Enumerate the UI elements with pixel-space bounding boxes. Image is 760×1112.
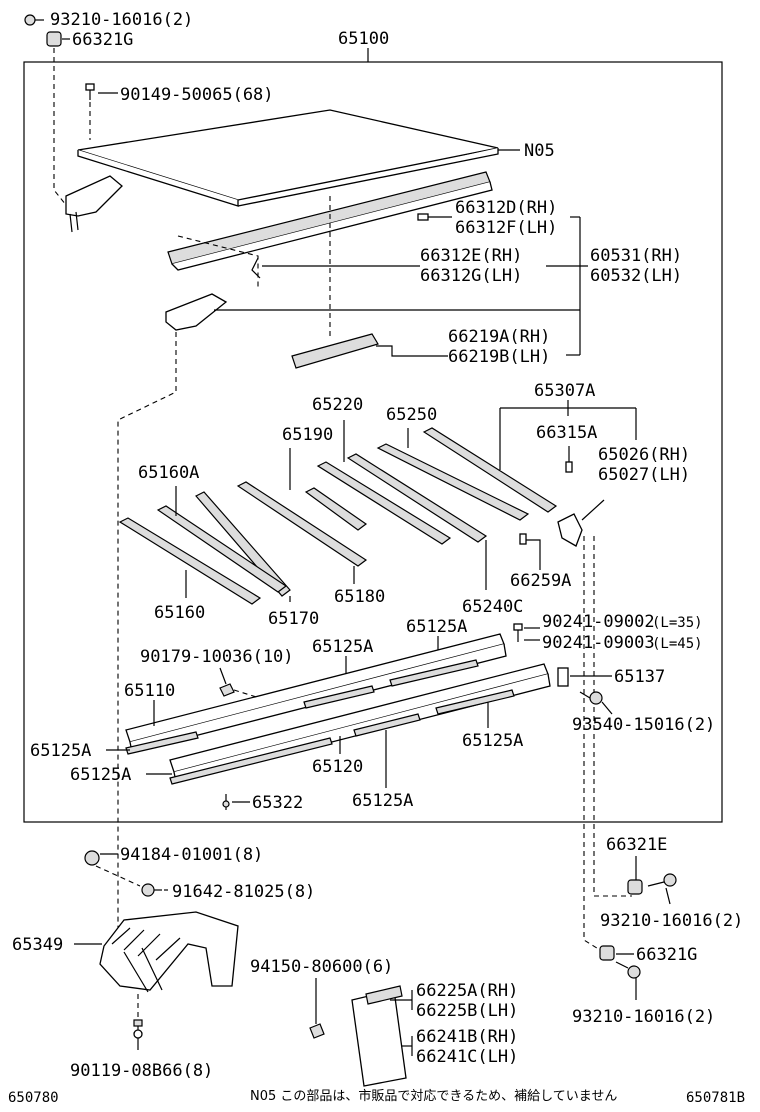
plate-65137 (557, 667, 569, 687)
label-65027: 65027(LH) (598, 465, 690, 485)
label-66312e: 66312E(RH) (420, 246, 522, 266)
label-66219a: 66219A(RH) (448, 327, 550, 347)
clip-66312e (251, 257, 261, 279)
label-65160a: 65160A (138, 463, 199, 483)
rail-strips-65125a (125, 659, 515, 785)
label-66321g-top: 66321G (72, 30, 133, 50)
label-65026: 65026(RH) (598, 445, 690, 465)
label-66259a: 66259A (510, 571, 571, 591)
label-90179: 90179-10036(10) (140, 647, 294, 667)
clip-66259a (519, 533, 527, 545)
label-90241-09002: 90241-09002 (542, 612, 655, 632)
nut-94184 (84, 850, 100, 866)
label-66241c: 66241C(LH) (416, 1047, 518, 1067)
label-66225b: 66225B(LH) (416, 1001, 518, 1021)
bolt-90119 (133, 1019, 143, 1050)
label-60532: 60532(LH) (590, 266, 682, 286)
label-66219b: 66219B(LH) (448, 347, 550, 367)
crossmember-65190 (304, 487, 368, 531)
crossmember-65160a (156, 505, 288, 593)
label-65250: 65250 (386, 405, 437, 425)
nut-94150 (309, 1023, 325, 1039)
bolt-91642 (141, 883, 162, 897)
crossmember-65180 (236, 481, 368, 567)
label-65322: 65322 (252, 793, 303, 813)
mudflap-66241 (351, 985, 407, 1087)
crossmember-65170 (195, 491, 291, 597)
label-66315a: 66315A (536, 423, 597, 443)
label-66225a: 66225A(RH) (416, 981, 518, 1001)
label-93210-top: 93210-16016(2) (50, 10, 193, 30)
label-94150: 94150-80600(6) (250, 957, 393, 977)
screw-90149 (85, 83, 95, 100)
crossmember-65250 (376, 443, 530, 521)
label-65220: 65220 (312, 395, 363, 415)
nut-90179 (219, 683, 235, 697)
bracket-60531 (165, 293, 228, 331)
label-65110: 65110 (124, 681, 175, 701)
label-65125a-1: 65125A (312, 637, 373, 657)
label-66312g: 66312G(LH) (420, 266, 522, 286)
label-65170: 65170 (268, 609, 319, 629)
footer-left-code: 650780 (8, 1090, 59, 1106)
bolt-93210-mid (647, 873, 677, 887)
nut-66321g-bottom (599, 945, 615, 961)
label-65240c: 65240C (462, 597, 523, 617)
corner-bracket-left (65, 175, 123, 233)
label-n05: N05 (524, 141, 555, 161)
footer-right-code: 650781B (686, 1090, 745, 1106)
label-90241-09003: 90241-09003 (542, 633, 655, 653)
bracket-66219a (291, 333, 379, 369)
bolt-93210-bottom (615, 961, 641, 979)
crossmember-65160 (118, 517, 262, 605)
crossmember-65220 (316, 461, 452, 545)
side-rail-upper (167, 171, 493, 271)
bolt-93210-top (24, 14, 44, 26)
clip-66315a (565, 461, 573, 473)
label-65125a-4: 65125A (462, 731, 523, 751)
label-65137: 65137 (614, 667, 665, 687)
label-93540: 93540-15016(2) (572, 715, 715, 735)
label-66321e: 66321E (606, 835, 667, 855)
bolt-90241 (513, 623, 523, 642)
bolt-93540 (579, 691, 603, 705)
label-65180: 65180 (334, 587, 385, 607)
label-65307a: 65307A (534, 381, 595, 401)
label-60531: 60531(RH) (590, 246, 682, 266)
label-90241-09003-length: (L=45) (652, 636, 703, 652)
crossmember-65240c (346, 453, 488, 543)
label-90119: 90119-08B66(8) (70, 1061, 213, 1081)
mudguard-65349 (99, 911, 239, 993)
label-65160: 65160 (154, 603, 205, 623)
label-66241b: 66241B(RH) (416, 1027, 518, 1047)
screw-65322 (222, 794, 230, 810)
bracket-65026 (557, 513, 583, 547)
crossmember-65307a (422, 427, 558, 513)
label-66312d: 66312D(RH) (455, 198, 557, 218)
label-90241-09002-length: (L=35) (652, 615, 703, 631)
label-65125a-6: 65125A (352, 791, 413, 811)
label-94184: 94184-01001(8) (120, 845, 263, 865)
label-65125a-5: 65125A (70, 765, 131, 785)
label-65120: 65120 (312, 757, 363, 777)
label-65125a-2: 65125A (406, 617, 467, 637)
label-65349: 65349 (12, 935, 63, 955)
footer-note: N05 この部品は、市販品で対応できるため、補給していません (250, 1088, 617, 1104)
label-93210-bottom: 93210-16016(2) (572, 1007, 715, 1027)
label-90149: 90149-50065(68) (120, 85, 274, 105)
label-main-part: 65100 (338, 29, 389, 49)
label-91642: 91642-81025(8) (172, 882, 315, 902)
label-66312f: 66312F(LH) (455, 218, 557, 238)
label-65125a-3: 65125A (30, 741, 91, 761)
clip-66312d (417, 213, 429, 221)
label-93210-mid: 93210-16016(2) (600, 911, 743, 931)
nut-66321g-top (46, 31, 62, 47)
label-66321g-bottom: 66321G (636, 945, 697, 965)
label-65190: 65190 (282, 425, 333, 445)
nut-66321e (627, 879, 643, 895)
assembly-frame (23, 61, 723, 823)
